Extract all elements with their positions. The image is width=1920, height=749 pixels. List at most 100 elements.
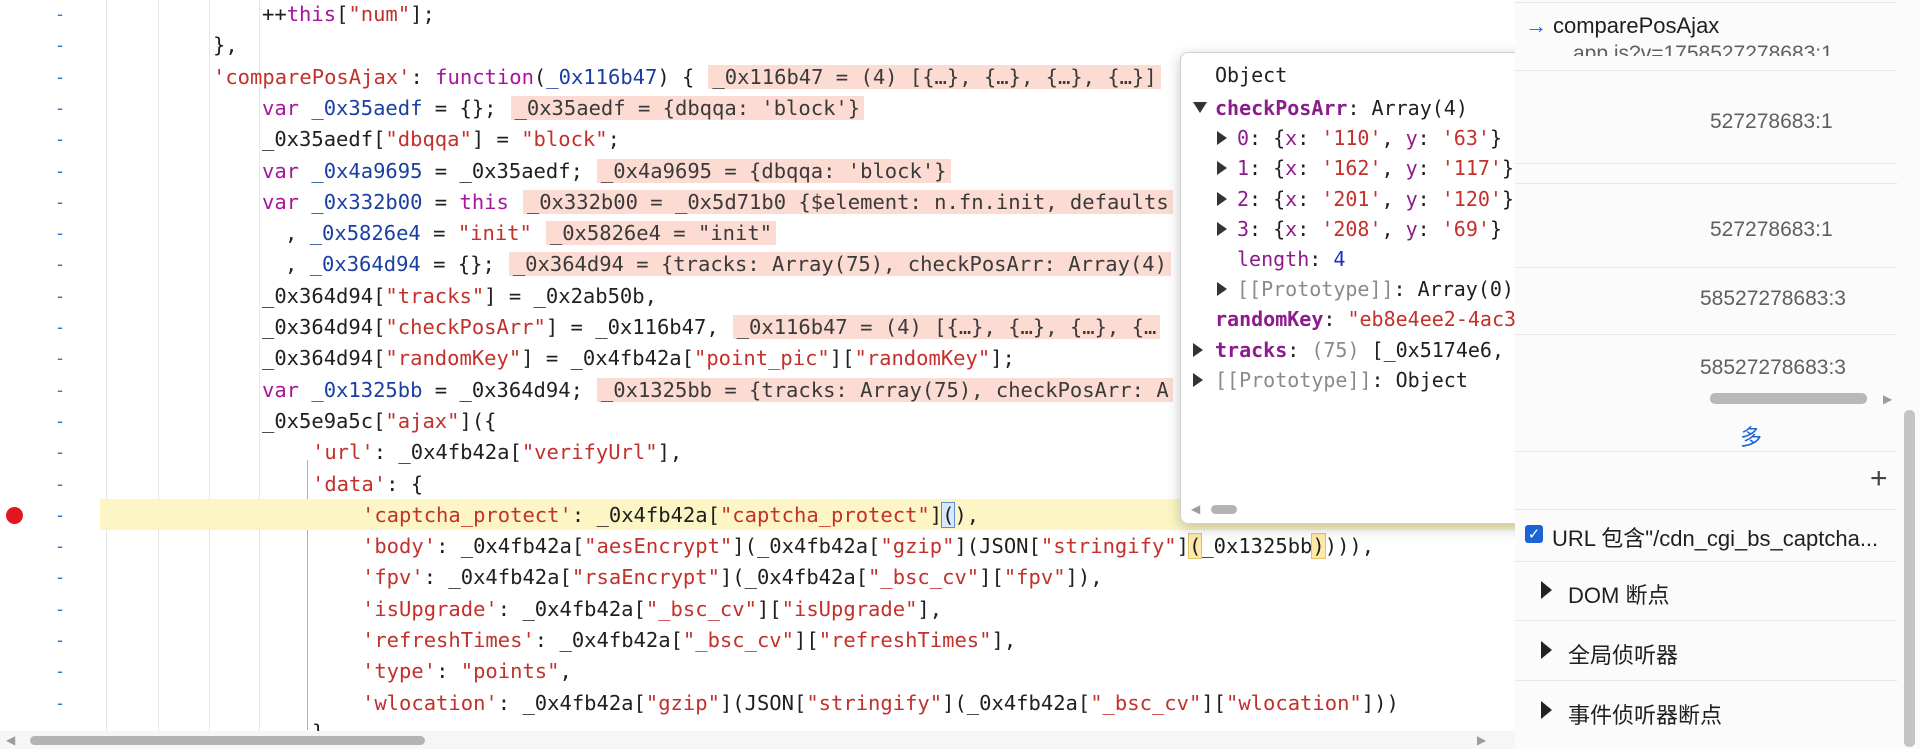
- code-line[interactable]: -},: [0, 29, 1515, 60]
- section-event-listener-breakpoints[interactable]: 事件侦听器断点: [1568, 703, 1723, 728]
- line-gutter-marker[interactable]: -: [57, 129, 63, 150]
- inspector-token: ,: [1381, 126, 1406, 151]
- show-more-link[interactable]: 多: [1740, 425, 1763, 450]
- sidebar-scroll-thumb[interactable]: [1710, 393, 1867, 404]
- code-token: "_bsc_cv": [645, 596, 757, 621]
- expand-triangle-icon[interactable]: [1193, 342, 1203, 357]
- expand-triangle-icon[interactable]: [1541, 581, 1552, 599]
- inspector-property-row[interactable]: 3: {x: '208', y: '69'}: [1181, 214, 1721, 244]
- code-token: ](JSON[: [954, 534, 1041, 559]
- line-gutter-marker[interactable]: -: [57, 66, 63, 87]
- inspector-property-row[interactable]: 2: {x: '201', y: '120'}: [1181, 184, 1721, 214]
- line-gutter-marker[interactable]: -: [57, 442, 63, 463]
- code-line[interactable]: -'refreshTimes': _0x4fb42a["_bsc_cv"]["r…: [0, 624, 1515, 655]
- line-gutter-marker[interactable]: -: [57, 598, 63, 619]
- line-gutter-marker[interactable]: -: [57, 35, 63, 56]
- line-gutter-marker[interactable]: -: [57, 567, 63, 588]
- code-line[interactable]: -, _0x364d94 = {};_0x364d94 = {tracks: A…: [0, 248, 1515, 279]
- scroll-right-arrow-icon[interactable]: ▶: [1477, 733, 1487, 747]
- code-line[interactable]: -_0x5e9a5c["ajax"]({: [0, 405, 1515, 436]
- line-gutter-marker[interactable]: -: [57, 191, 63, 212]
- code-line[interactable]: -++this["num"];: [0, 0, 1515, 29]
- inspector-property-text: [[Prototype]]: Array(0): [1237, 277, 1514, 301]
- inspector-token: :: [1297, 156, 1322, 181]
- line-gutter-marker[interactable]: -: [57, 504, 63, 525]
- xhr-breakpoint-checkbox[interactable]: ✓: [1525, 525, 1543, 543]
- code-line[interactable]: -'fpv': _0x4fb42a["rsaEncrypt"](_0x4fb42…: [0, 561, 1515, 592]
- expand-triangle-icon[interactable]: [1217, 282, 1227, 297]
- inspector-property-row[interactable]: [[Prototype]]: Array(0): [1181, 274, 1721, 304]
- code-line[interactable]: -_0x364d94["checkPosArr"] = _0x116b47,_0…: [0, 311, 1515, 342]
- line-gutter-marker[interactable]: -: [57, 254, 63, 275]
- line-gutter-marker[interactable]: -: [57, 630, 63, 650]
- inspector-token: :: [1417, 186, 1442, 211]
- line-gutter-marker[interactable]: -: [57, 160, 63, 181]
- callstack-frame-location[interactable]: 58527278683:3: [1700, 356, 1846, 379]
- callstack-frame-location[interactable]: 527278683:1: [1710, 218, 1833, 241]
- line-gutter-marker[interactable]: -: [57, 410, 63, 431]
- callstack-frame-location[interactable]: 527278683:1: [1710, 110, 1833, 133]
- callstack-frame-location[interactable]: 58527278683:3: [1700, 287, 1846, 310]
- section-dom-breakpoints[interactable]: DOM 断点: [1568, 583, 1670, 608]
- expand-triangle-icon[interactable]: [1217, 131, 1227, 146]
- code-line[interactable]: -, _0x5826e4 = "init"_0x5826e4 = "init": [0, 217, 1515, 248]
- line-gutter-marker[interactable]: -: [57, 97, 63, 118]
- line-gutter-marker[interactable]: -: [57, 536, 63, 557]
- code-line[interactable]: -'url': _0x4fb42a["verifyUrl"],: [0, 436, 1515, 467]
- inspector-property-row[interactable]: checkPosArr: Array(4): [1181, 93, 1721, 123]
- code-line[interactable]: -var _0x332b00 = this_0x332b00 = _0x5d71…: [0, 186, 1515, 217]
- code-line[interactable]: -'body': _0x4fb42a["aesEncrypt"](_0x4fb4…: [0, 530, 1515, 561]
- code-line[interactable]: -_0x364d94["tracks"] = _0x2ab50b,: [0, 280, 1515, 311]
- inspector-token: x: [1285, 156, 1298, 181]
- editor-horizontal-scrollbar[interactable]: ◀ ▶: [0, 731, 1515, 749]
- line-gutter-marker[interactable]: -: [57, 348, 63, 369]
- inspector-property-row[interactable]: length: 4: [1181, 244, 1721, 274]
- expand-triangle-icon[interactable]: [1193, 372, 1203, 387]
- add-breakpoint-icon[interactable]: +: [1870, 462, 1888, 495]
- breakpoint-icon[interactable]: [6, 506, 23, 524]
- code-line[interactable]: -'comparePosAjax': function(_0x116b47) {…: [0, 61, 1515, 92]
- scroll-left-arrow-icon[interactable]: ◀: [6, 733, 16, 747]
- line-gutter-marker[interactable]: -: [57, 317, 63, 337]
- line-gutter-marker[interactable]: -: [57, 285, 63, 306]
- expand-triangle-icon[interactable]: [1217, 221, 1227, 236]
- expand-triangle-icon[interactable]: [1217, 161, 1227, 176]
- code-line[interactable]: -_0x364d94["randomKey"] = _0x4fb42a["poi…: [0, 342, 1515, 373]
- code-token: "_bsc_cv": [1090, 690, 1202, 715]
- code-line[interactable]: -'wlocation': _0x4fb42a["gzip"](JSON["st…: [0, 687, 1515, 718]
- line-gutter-marker[interactable]: -: [57, 223, 63, 244]
- inspector-property-row[interactable]: [[Prototype]]: Object: [1181, 365, 1721, 395]
- collapse-triangle-icon[interactable]: [1193, 102, 1207, 113]
- line-gutter-marker[interactable]: -: [57, 4, 63, 24]
- scroll-right-arrow-icon[interactable]: ▶: [1883, 392, 1893, 406]
- inspector-property-row[interactable]: 1: {x: '162', y: '117'}: [1181, 153, 1721, 183]
- line-gutter-marker[interactable]: -: [57, 692, 63, 713]
- code-line[interactable]: -'type': "points",: [0, 655, 1515, 686]
- inspector-property-row[interactable]: 0: {x: '110', y: '63'}: [1181, 123, 1721, 153]
- code-token: ++: [262, 2, 287, 26]
- expand-triangle-icon[interactable]: [1541, 641, 1552, 659]
- code-line[interactable]: -'isUpgrade': _0x4fb42a["_bsc_cv"]["isUp…: [0, 593, 1515, 624]
- code-token: "verifyUrl": [521, 440, 658, 465]
- expand-triangle-icon[interactable]: [1217, 191, 1227, 206]
- expand-triangle-icon[interactable]: [1541, 701, 1552, 719]
- code-token: "init": [457, 221, 532, 246]
- editor-scroll-thumb[interactable]: [30, 736, 425, 745]
- code-line[interactable]: -var _0x4a9695 = _0x35aedf;_0x4a9695 = {…: [0, 155, 1515, 186]
- sidebar-vertical-scroll-thumb[interactable]: [1904, 410, 1915, 747]
- code-line[interactable]: -var _0x35aedf = {};_0x35aedf = {dbqqa: …: [0, 92, 1515, 123]
- section-global-listeners[interactable]: 全局侦听器: [1568, 643, 1679, 668]
- inspector-token: x: [1285, 186, 1298, 211]
- code-token: "ajax": [385, 408, 460, 433]
- line-gutter-marker[interactable]: -: [57, 379, 63, 400]
- scroll-left-arrow-icon[interactable]: ◀: [1191, 502, 1201, 516]
- line-gutter-marker[interactable]: -: [57, 473, 63, 494]
- popup-scroll-thumb[interactable]: [1211, 505, 1237, 514]
- code-line[interactable]: -var _0x1325bb = _0x364d94;_0x1325bb = {…: [0, 374, 1515, 405]
- code-line[interactable]: -_0x35aedf["dbqqa"] = "block";: [0, 123, 1515, 154]
- line-gutter-marker[interactable]: -: [57, 661, 63, 682]
- code-line[interactable]: -'data': {: [0, 468, 1515, 499]
- callstack-frame-name[interactable]: comparePosAjax: [1553, 13, 1720, 38]
- callstack-frame-location[interactable]: app.js?v=1758527278683:1: [1573, 42, 1833, 56]
- code-token: (: [941, 501, 956, 528]
